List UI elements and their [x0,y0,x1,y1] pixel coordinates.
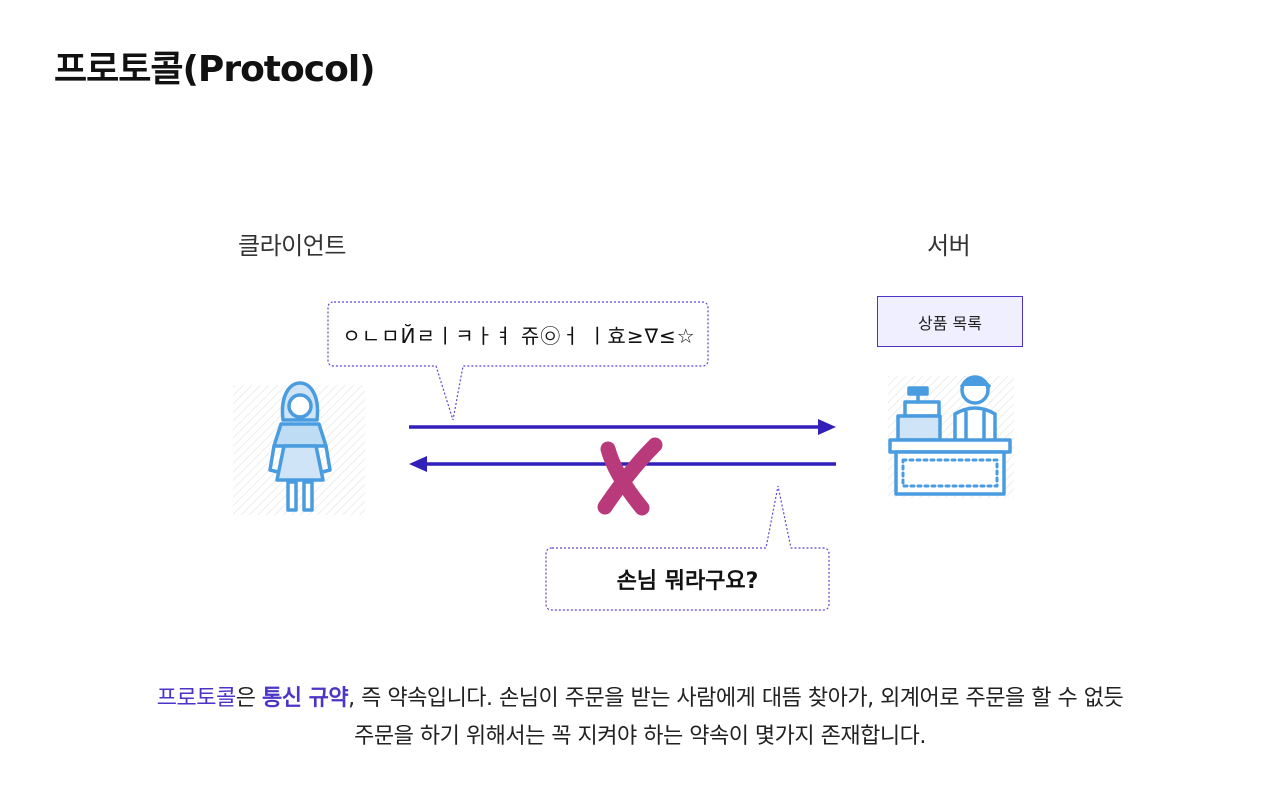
server-bubble-text: 손님 뭐라구요? [616,569,759,594]
page-title: 프로토콜(Protocol) [54,49,376,90]
after-term: 은 [235,686,262,711]
line1-rest: , 즉 약속입니다. 손님이 주문을 받는 사람에게 대뜸 찾아가, 외계어로 … [348,686,1124,711]
request-arrow [409,419,836,435]
server-label: 서버 [927,232,971,260]
cross-mark [597,437,663,516]
client-label: 클라이언트 [238,232,346,260]
term-protocol: 프로토콜 [156,686,236,711]
product-list-box: 상품 목록 [877,296,1023,347]
term-emphasis: 통신 규약 [262,686,349,711]
description-line-1: 프로토콜은 통신 규약, 즉 약속입니다. 손님이 주문을 받는 사람에게 대뜸… [40,680,1240,718]
client-speech-bubble [327,301,709,421]
description: 프로토콜은 통신 규약, 즉 약속입니다. 손님이 주문을 받는 사람에게 대뜸… [40,680,1240,756]
description-line-2: 주문을 하기 위해서는 꼭 지켜야 하는 약속이 몇가지 존재합니다. [354,724,926,749]
cashier-icon [888,375,1014,498]
client-person-icon [233,381,365,515]
client-bubble-text: ㅇㄴㅁЙㄹㅣㅋㅏㅕ 쥬㉧ㅓ ㅣ효≥∇≤☆ [342,323,696,348]
server-speech-bubble [545,485,830,611]
